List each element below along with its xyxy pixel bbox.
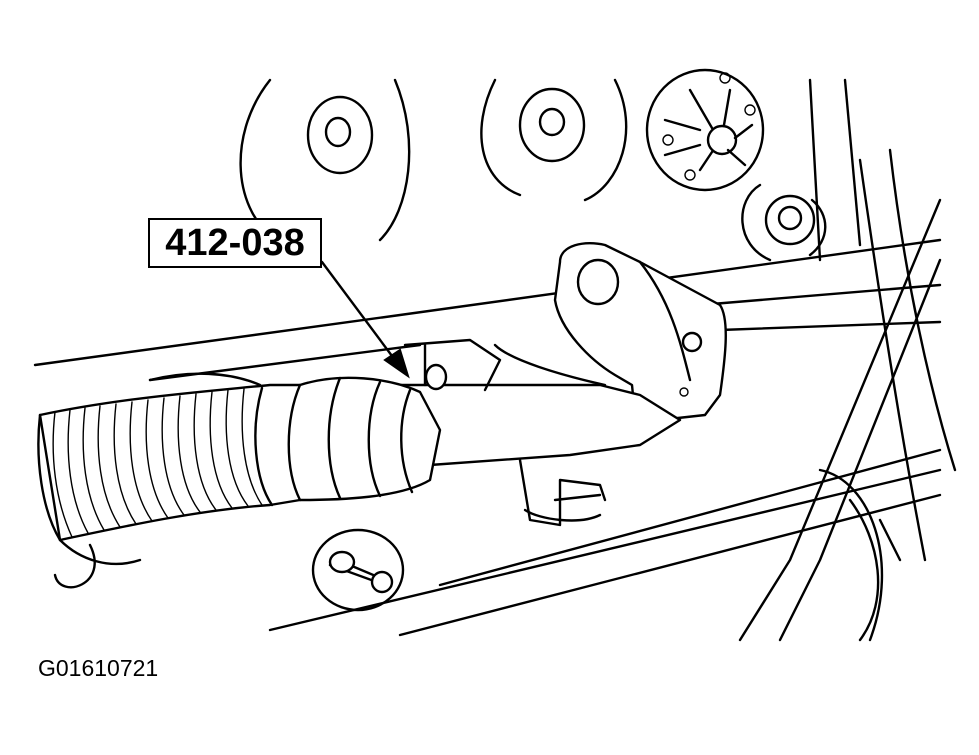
- callout-leader-arrow: [320, 260, 410, 379]
- lower-stud: [311, 528, 405, 612]
- figure-id: G01610721: [38, 655, 159, 681]
- frame-rails: [738, 148, 957, 642]
- nut-stud: [741, 183, 827, 262]
- grommet-middle: [480, 78, 628, 202]
- grommet-left: [239, 78, 411, 242]
- callout-label-box: 412-038: [148, 218, 322, 268]
- clip-fastener: [645, 68, 765, 192]
- callout-label: 412-038: [165, 221, 305, 264]
- corrugated-hose: [37, 372, 442, 589]
- mounting-bracket: [553, 241, 727, 422]
